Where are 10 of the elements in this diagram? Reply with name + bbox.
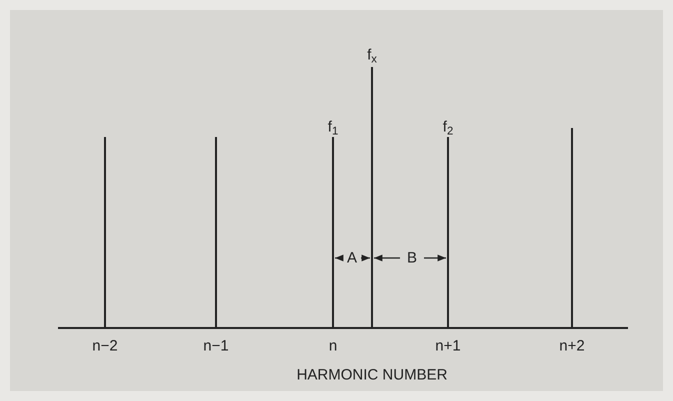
- axis-tick-label: n−1: [202, 338, 230, 354]
- dimension-label: A: [346, 250, 358, 266]
- axis-title: HARMONIC NUMBER: [296, 368, 448, 382]
- frequency-label: f$_{2}$: [442, 120, 454, 134]
- frequency-label: f$_{1}$: [326, 120, 340, 134]
- dimension-label: B: [406, 250, 418, 266]
- axis-tick-label: n−2: [91, 338, 119, 354]
- axis-tick-label: n+2: [558, 338, 586, 354]
- frequency-label: f$_{x}$: [366, 48, 378, 62]
- axis-tick-label: n+1: [434, 338, 462, 354]
